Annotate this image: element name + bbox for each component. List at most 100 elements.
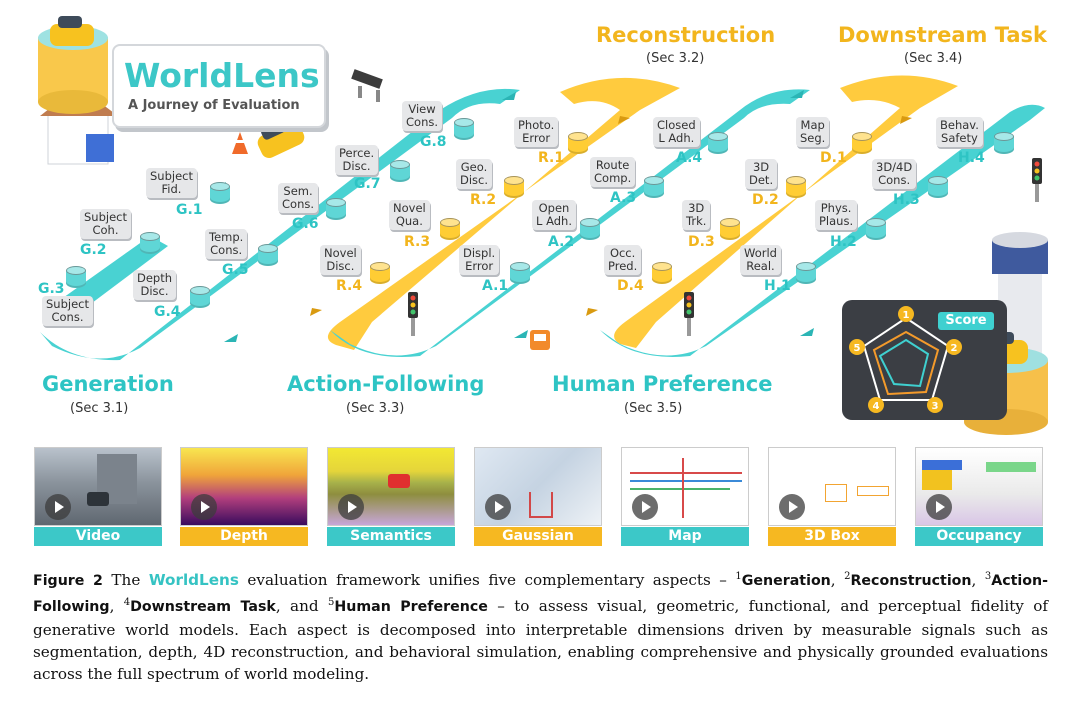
traffic-light-icon [408,292,418,336]
arrow-icon [586,308,598,316]
node-label-g2: Subject Coh. [80,209,131,239]
node-code-d4: D.4 [617,278,644,294]
logo-title: WorldLens [124,56,320,95]
node-code-a4: A.4 [676,150,703,166]
play-icon [485,494,511,520]
thumb-video[interactable]: Video [34,447,162,547]
database-icon [454,118,474,140]
traffic-light-icon [1032,158,1042,202]
node-label-h2: Phys. Plaus. [815,200,858,230]
human-track [600,104,1045,357]
caption-keyword: Human Preference [334,599,488,616]
thumb-label: Video [34,527,162,546]
database-icon [510,262,530,284]
database-icon [644,176,664,198]
arrow-icon [514,330,528,338]
play-icon [338,494,364,520]
node-label-g7: Perce. Disc. [335,145,379,175]
node-code-g7: G.7 [354,176,381,192]
node-label-a4: Closed L Adh. [653,117,700,147]
play-icon [45,494,71,520]
thumb-label: Depth [180,527,308,546]
traffic-light-icon [684,292,694,336]
node-label-a3: Route Comp. [590,157,636,187]
node-label-d3: 3D Trk. [682,200,711,230]
node-code-g4: G.4 [154,304,181,320]
node-label-h4: Behav. Safety [936,117,983,147]
section-sub-reconstruction: (Sec 3.2) [646,51,705,66]
database-icon [568,132,588,154]
node-code-h1: H.1 [764,278,791,294]
arrow-icon [224,334,238,342]
node-code-d2: D.2 [752,192,779,208]
thumb-label: 3D Box [768,527,896,546]
caption-keyword: Action-Following [33,573,1049,616]
database-icon [66,266,86,288]
caption-fig-number: Figure 2 [33,573,103,590]
reconstruction-track [327,77,680,351]
thumb-label: Map [621,527,749,546]
play-icon [191,494,217,520]
node-code-a3: A.3 [610,190,637,206]
video-preview [34,447,162,526]
caption-text: , and [275,597,319,616]
map-preview [621,447,749,526]
database-icon [652,262,672,284]
section-title-generation: Generation [42,372,174,396]
node-label-a2: Open L Adh. [532,200,576,230]
node-code-h2: H.2 [830,234,857,250]
node-label-g3: Subject Cons. [42,296,93,326]
database-icon [504,176,524,198]
node-code-g5: G.5 [222,262,249,278]
node-label-d2: 3D Det. [745,159,778,189]
thumb-occupancy[interactable]: Occupancy [915,447,1043,547]
play-icon [779,494,805,520]
downstream-track [614,75,958,348]
thumb-label: Occupancy [915,527,1043,546]
caption-text: The [111,571,141,590]
section-title-human-preference: Human Preference [552,372,773,396]
thumb-map[interactable]: Map [621,447,749,547]
caption-text: evaluation framework unifies five comple… [247,571,727,590]
figure-caption: Figure 2 The WorldLens evaluation framew… [33,571,1049,684]
section-title-downstream: Downstream Task [838,23,1047,47]
node-code-a2: A.2 [548,234,575,250]
node-label-g8: View Cons. [402,101,443,131]
arrow-icon [502,92,516,100]
logo-subtitle: A Journey of Evaluation [128,98,300,113]
thumb-3d-box[interactable]: 3D Box [768,447,896,547]
database-icon [440,218,460,240]
database-icon [390,160,410,182]
database-icon [580,218,600,240]
database-icon [708,132,728,154]
database-icon [928,176,948,198]
arrow-icon [310,308,322,316]
thumb-semantics[interactable]: Semantics [327,447,455,547]
thumb-gaussian[interactable]: Gaussian [474,447,602,547]
node-label-g5: Temp. Cons. [205,229,248,259]
node-code-h3: H.3 [893,192,920,208]
database-icon [190,286,210,308]
node-code-r2: R.2 [470,192,497,208]
evaluation-journey-diagram: WorldLens A Journey of Evaluation Genera… [38,16,1048,435]
node-label-r2: Geo. Disc. [456,159,493,189]
node-code-h4: H.4 [958,150,985,166]
section-sub-human-preference: (Sec 3.5) [624,401,683,416]
score-label: Score [938,312,994,330]
thumb-label: Gaussian [474,527,602,546]
node-code-g3: G.3 [38,281,65,297]
section-sub-action-following: (Sec 3.3) [346,401,405,416]
database-icon [720,218,740,240]
database-icon [994,132,1014,154]
traffic-cone-icon [232,132,248,154]
caption-brand: WorldLens [148,571,239,590]
node-code-g6: G.6 [292,216,319,232]
caption-superscript: 2 [844,571,851,582]
start-cylinder-icon [38,26,108,114]
caption-keyword: Generation [741,573,831,590]
node-label-h1: World Real. [740,245,781,275]
arrow-icon [618,116,630,124]
robot-icon [530,330,550,350]
play-icon [926,494,952,520]
thumb-depth[interactable]: Depth [180,447,308,547]
